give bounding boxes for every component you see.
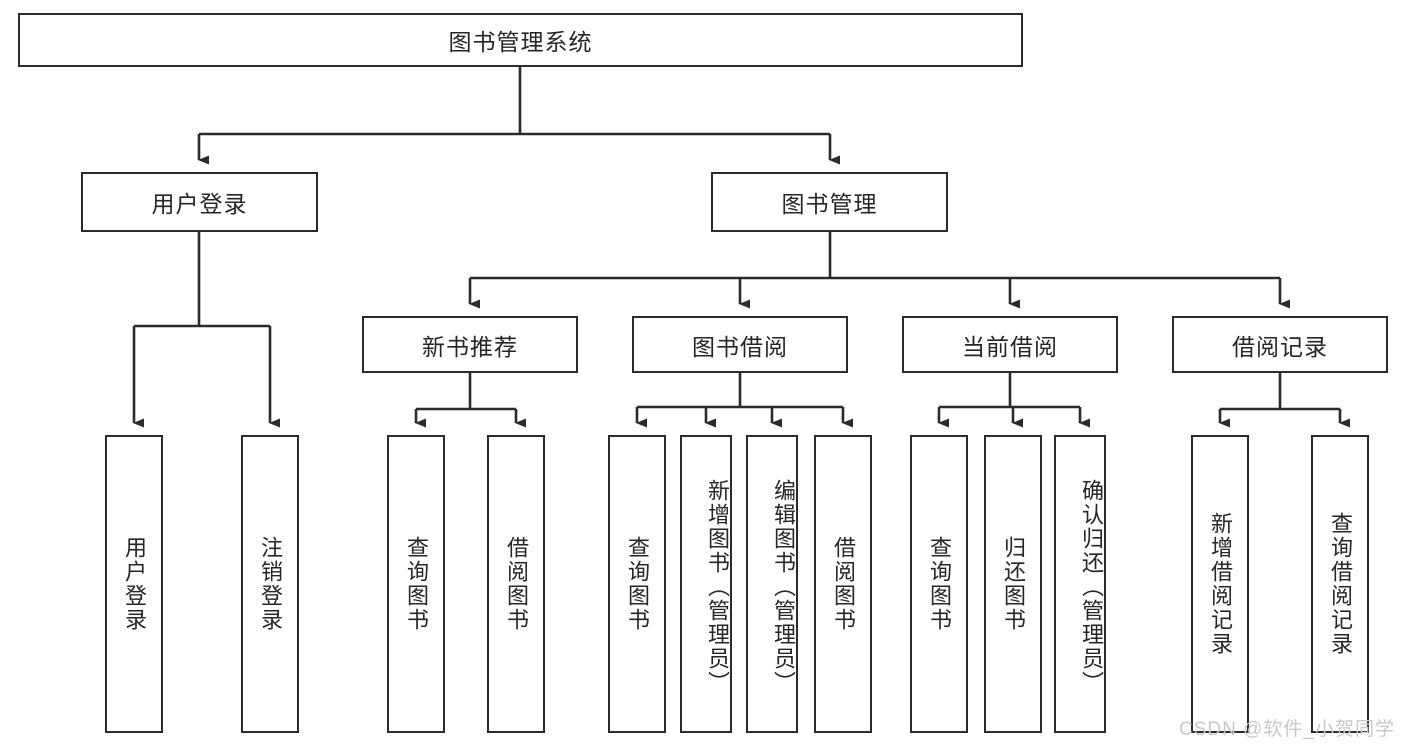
- leaf-borrow-book[interactable]: 借阅图书: [814, 435, 872, 733]
- leaf-label: 编辑图书（管理员）: [771, 479, 796, 695]
- node-book-borrow[interactable]: 图书借阅: [632, 316, 848, 373]
- leaf-label: 归还图书: [1000, 536, 1026, 632]
- leaf-logout[interactable]: 注销登录: [241, 435, 299, 733]
- leaf-query-book-recommend[interactable]: 查询图书: [387, 435, 445, 733]
- node-current-borrow[interactable]: 当前借阅: [902, 316, 1118, 373]
- leaf-user-login[interactable]: 用户登录: [105, 435, 163, 733]
- leaf-label: 查询图书: [926, 536, 952, 632]
- leaf-label: 新增借阅记录: [1207, 512, 1233, 656]
- leaf-confirm-return[interactable]: 确认归还（管理员）: [1054, 435, 1106, 733]
- leaf-label: 用户登录: [121, 536, 147, 632]
- leaf-label: 新增图书（管理员）: [705, 479, 730, 695]
- leaf-label: 查询图书: [403, 536, 429, 632]
- leaf-label: 注销登录: [257, 536, 283, 632]
- leaf-label: 查询图书: [624, 536, 650, 632]
- leaf-borrow-book-recommend[interactable]: 借阅图书: [487, 435, 545, 733]
- watermark-text: CSDN @软件_小贺同学: [1179, 719, 1395, 740]
- node-book-management[interactable]: 图书管理: [711, 172, 948, 232]
- leaf-edit-book[interactable]: 编辑图书（管理员）: [746, 435, 798, 733]
- leaf-add-book[interactable]: 新增图书（管理员）: [680, 435, 732, 733]
- node-new-book-recommend[interactable]: 新书推荐: [362, 316, 578, 373]
- leaf-add-borrow-record[interactable]: 新增借阅记录: [1191, 435, 1249, 733]
- leaf-label: 借阅图书: [503, 536, 529, 632]
- node-user-login[interactable]: 用户登录: [81, 172, 318, 232]
- node-root-system[interactable]: 图书管理系统: [18, 13, 1023, 67]
- leaf-label: 借阅图书: [830, 536, 856, 632]
- leaf-label: 查询借阅记录: [1327, 512, 1353, 656]
- leaf-query-book-borrow[interactable]: 查询图书: [608, 435, 666, 733]
- leaf-query-book-current[interactable]: 查询图书: [910, 435, 968, 733]
- node-borrow-record[interactable]: 借阅记录: [1172, 316, 1388, 373]
- leaf-return-book[interactable]: 归还图书: [984, 435, 1042, 733]
- leaf-label: 确认归还（管理员）: [1079, 479, 1104, 695]
- leaf-query-borrow-record[interactable]: 查询借阅记录: [1311, 435, 1369, 733]
